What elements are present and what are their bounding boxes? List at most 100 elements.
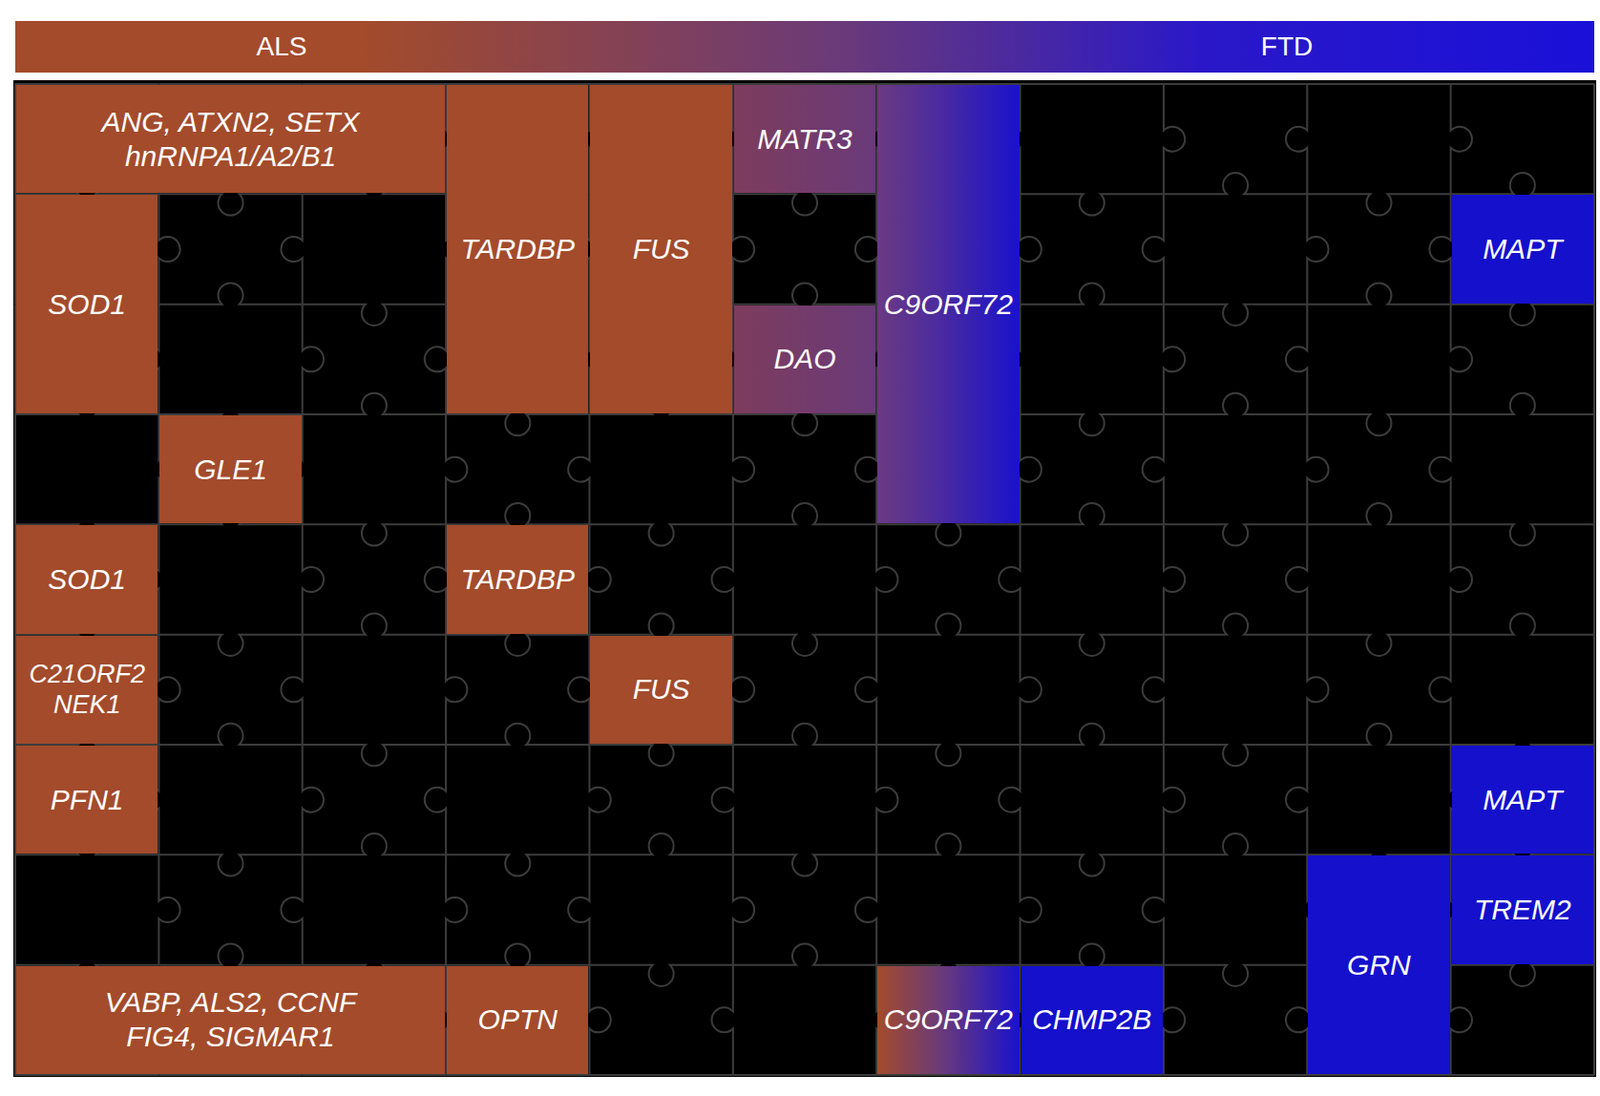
piece-edge: [302, 304, 324, 415]
puzzle-piece: GLE1: [159, 415, 301, 524]
puzzle-piece: C9ORF72: [877, 966, 1019, 1074]
piece-edge: [1285, 84, 1307, 194]
piece-edge: [302, 524, 446, 546]
piece-edge: [568, 414, 590, 525]
piece-edge: [589, 744, 733, 766]
piece-edge: [733, 503, 877, 525]
piece-edge: [589, 744, 611, 855]
piece-edge: [876, 524, 1020, 546]
puzzle-piece: C9ORF72: [877, 84, 1019, 524]
gene-name: TARDBP: [461, 562, 575, 597]
spectrum-bar: [15, 21, 1595, 73]
piece-edge: [158, 634, 180, 745]
gene-name: ANG, ATXN2, SETX hnRNPA1/A2/B1: [49, 105, 413, 174]
spectrum-label: ALS: [256, 33, 308, 61]
piece-edge: [1593, 84, 1596, 194]
piece-edge: [733, 414, 877, 436]
piece-edge: [1020, 1073, 1164, 1076]
piece-edge: [1163, 172, 1307, 194]
piece-edge: [1285, 965, 1307, 1075]
piece-edge: [855, 414, 877, 525]
spectrum-label: FTD: [1261, 33, 1313, 61]
piece-edge: [589, 833, 733, 855]
piece-edge: [445, 414, 590, 436]
gene-name: OPTN: [478, 1002, 558, 1037]
piece-edge: [1163, 84, 1185, 194]
piece-edge: [1306, 503, 1451, 525]
piece-edge: [1163, 965, 1307, 987]
piece-edge: [1306, 193, 1451, 215]
piece-edge: [1451, 1073, 1595, 1076]
piece-edge: [876, 612, 1020, 634]
piece-edge: [302, 612, 446, 634]
piece-edge: [1451, 304, 1595, 326]
piece-edge: [158, 634, 302, 656]
piece-edge: [302, 744, 446, 766]
piece-edge: [1451, 84, 1473, 194]
piece-edge: [158, 193, 180, 304]
piece-edge: [1163, 393, 1307, 415]
puzzle-piece: OPTN: [446, 966, 589, 1074]
gene-name: FUS: [632, 231, 691, 267]
piece-edge: [733, 193, 877, 215]
piece-edge: [1163, 524, 1307, 546]
piece-edge: [1020, 193, 1042, 304]
piece-edge: [158, 854, 180, 965]
piece-edge: [1163, 612, 1307, 634]
puzzle-piece: MAPT: [1452, 194, 1594, 303]
piece-edge: [1451, 524, 1595, 546]
piece-edge: [998, 744, 1020, 855]
puzzle-piece: C21ORF2 NEK1: [16, 635, 158, 744]
piece-edge: [445, 1073, 590, 1076]
gene-name: GLE1: [193, 452, 268, 487]
piece-edge: [424, 524, 446, 634]
piece-edge: [158, 1073, 302, 1076]
piece-edge: [589, 1073, 733, 1076]
puzzle-piece: VABP, ALS2, CCNF FIG4, SIGMAR1: [16, 966, 445, 1074]
piece-edge: [733, 193, 755, 304]
piece-edge: [733, 282, 877, 304]
piece-edge: [1020, 414, 1164, 436]
gene-name: SOD1: [47, 562, 127, 597]
piece-edge: [876, 524, 898, 634]
piece-edge: [1163, 833, 1307, 855]
gene-name: DAO: [773, 341, 836, 377]
gene-name: C9ORF72: [884, 1002, 1013, 1037]
piece-edge: [855, 193, 877, 304]
piece-edge: [1306, 282, 1451, 304]
piece-edge: [445, 634, 467, 745]
puzzle-piece: PFN1: [16, 745, 158, 854]
piece-edge: [302, 744, 324, 855]
piece-edge: [1163, 304, 1185, 415]
piece-edge: [445, 503, 590, 525]
piece-edge: [1451, 393, 1595, 415]
puzzle-piece: GRN: [1307, 855, 1450, 1074]
gene-name: CHMP2B: [1031, 1002, 1152, 1037]
piece-edge: [1020, 193, 1164, 215]
piece-edge: [302, 833, 446, 855]
piece-edge: [1020, 854, 1042, 965]
piece-edge: [1020, 503, 1164, 525]
puzzle-piece: SOD1: [16, 525, 158, 633]
piece-edge: [1142, 634, 1164, 745]
piece-edge: [280, 854, 302, 965]
piece-edge: [158, 723, 302, 745]
piece-edge: [733, 634, 877, 656]
piece-edge: [1306, 193, 1328, 304]
piece-edge: [1020, 943, 1164, 965]
piece-edge: [1163, 524, 1185, 634]
piece-edge: [1020, 634, 1042, 745]
piece-edge: [1451, 172, 1595, 194]
puzzle-piece: MATR3: [734, 84, 876, 193]
piece-edge: [1429, 414, 1451, 525]
puzzle-piece: TARDBP: [446, 84, 589, 414]
piece-edge: [1285, 304, 1307, 415]
piece-edge: [424, 304, 446, 415]
piece-edge: [302, 304, 446, 326]
piece-edge: [1163, 744, 1185, 855]
piece-edge: [1163, 744, 1307, 766]
piece-edge: [733, 854, 755, 965]
piece-edge: [589, 524, 733, 546]
piece-edge: [14, 414, 17, 525]
piece-edge: [1306, 634, 1328, 745]
